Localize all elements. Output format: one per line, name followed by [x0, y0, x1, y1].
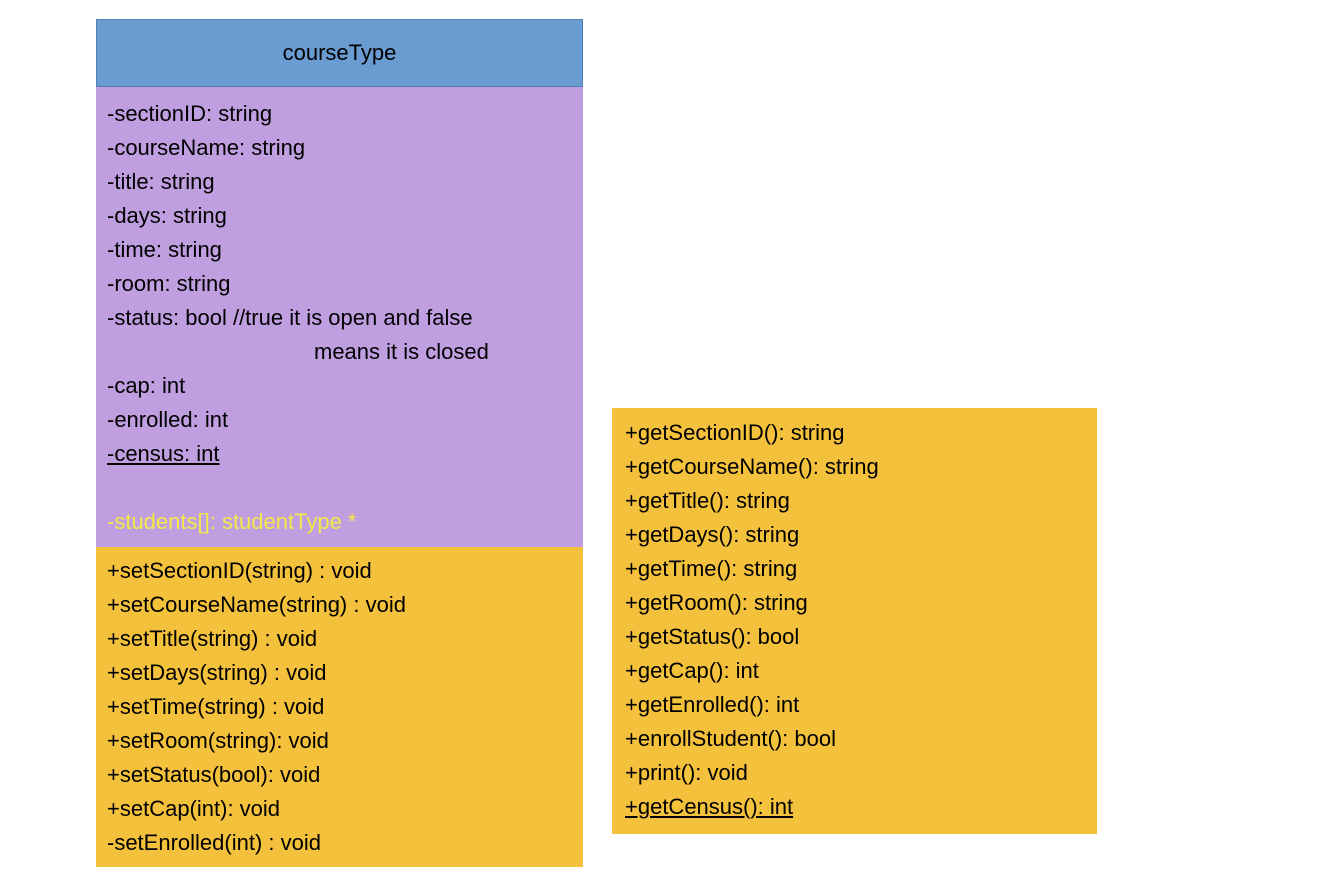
setter-methods-compartment: +setSectionID(string) : void +setCourseN…: [96, 547, 583, 867]
attribute-room: -room: string: [107, 271, 231, 296]
method-get-section-id: +getSectionID(): string: [625, 420, 845, 445]
attribute-time: -time: string: [107, 237, 222, 262]
method-get-time: +getTime(): string: [625, 556, 798, 581]
method-set-days: +setDays(string) : void: [107, 660, 327, 685]
method-set-cap: +setCap(int): void: [107, 796, 281, 821]
method-get-enrolled: +getEnrolled(): int: [625, 692, 800, 717]
method-set-room: +setRoom(string): void: [107, 728, 329, 753]
method-enroll-student: +enrollStudent(): bool: [625, 726, 836, 751]
attribute-spacer: [107, 471, 583, 505]
attribute-students: -students[]: studentType *: [107, 509, 357, 534]
class-name-header: courseType: [96, 19, 583, 87]
method-set-status: +setStatus(bool): void: [107, 762, 321, 787]
method-get-room: +getRoom(): string: [625, 590, 808, 615]
attribute-cap: -cap: int: [107, 373, 186, 398]
method-get-days: +getDays(): string: [625, 522, 800, 547]
method-set-title: +setTitle(string) : void: [107, 626, 318, 651]
class-name: courseType: [282, 40, 397, 65]
attribute-status-comment: means it is closed: [314, 339, 489, 364]
attribute-enrolled: -enrolled: int: [107, 407, 229, 432]
getter-methods-compartment: +getSectionID(): string +getCourseName()…: [612, 408, 1097, 834]
attribute-census: -census: int: [107, 441, 220, 466]
method-set-course-name: +setCourseName(string) : void: [107, 592, 406, 617]
attribute-status: -status: bool //true it is open and fals…: [107, 305, 473, 330]
method-get-course-name: +getCourseName(): string: [625, 454, 879, 479]
method-set-section-id: +setSectionID(string) : void: [107, 558, 372, 583]
attribute-title: -title: string: [107, 169, 215, 194]
method-set-enrolled: -setEnrolled(int) : void: [107, 830, 321, 855]
attribute-section-id: -sectionID: string: [107, 101, 273, 126]
method-get-title: +getTitle(): string: [625, 488, 790, 513]
attributes-compartment: -sectionID: string -courseName: string -…: [96, 87, 583, 547]
method-get-status: +getStatus(): bool: [625, 624, 800, 649]
method-get-census: +getCensus(): int: [625, 794, 794, 819]
method-print: +print(): void: [625, 760, 748, 785]
attribute-course-name: -courseName: string: [107, 135, 306, 160]
attribute-days: -days: string: [107, 203, 227, 228]
method-get-cap: +getCap(): int: [625, 658, 759, 683]
method-set-time: +setTime(string) : void: [107, 694, 325, 719]
uml-class-coursetype: courseType -sectionID: string -courseNam…: [96, 19, 583, 867]
